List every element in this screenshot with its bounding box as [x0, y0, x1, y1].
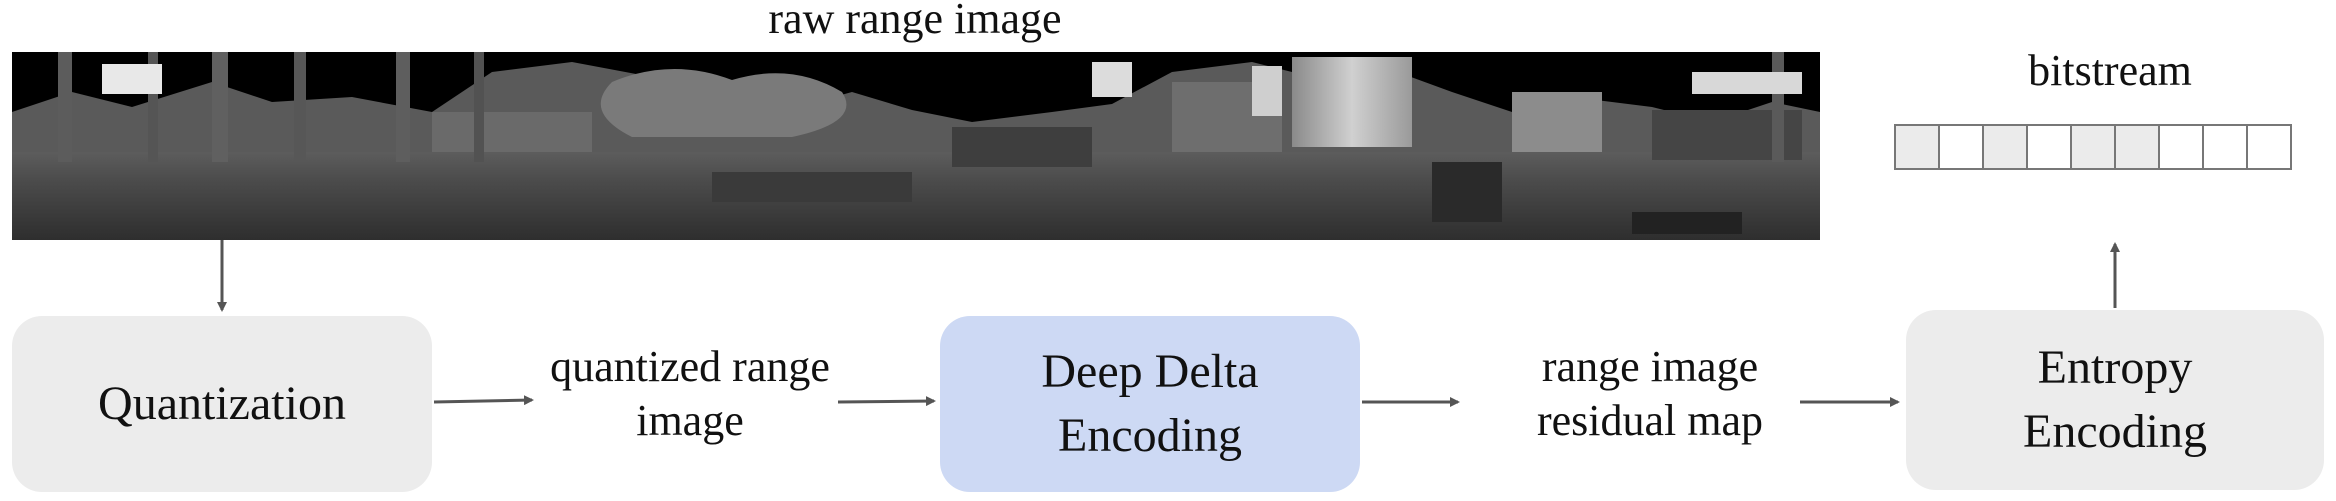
raw-range-image — [12, 52, 1820, 240]
raw-range-image-label: raw range image — [768, 0, 1062, 43]
arrow-quantized-to-deep-delta — [837, 396, 936, 407]
deep-delta-encoding-label: Deep Delta Encoding — [1041, 345, 1259, 462]
quantization-label: Quantization — [98, 377, 346, 430]
bitstream-cell — [2160, 126, 2204, 168]
bitstream-cell — [1984, 126, 2028, 168]
bitstream-cell — [2248, 126, 2290, 168]
entropy-encoding-box: Entropy Encoding — [1906, 310, 2324, 490]
bitstream-cell — [2072, 126, 2116, 168]
quantized-range-image-label: quantized range image — [550, 342, 830, 445]
bitstream-cell — [1940, 126, 1984, 168]
bitstream-cell — [2204, 126, 2248, 168]
bitstream-cell — [2028, 126, 2072, 168]
bitstream-label: bitstream — [2028, 46, 2192, 95]
range-image-residual-map-label: range image residual map — [1536, 342, 1764, 445]
quantization-box: Quantization — [12, 316, 432, 492]
arrow-quantization-to-quantized — [433, 395, 534, 406]
entropy-encoding-label: Entropy Encoding — [2023, 341, 2207, 458]
bitstream — [1894, 124, 2292, 170]
bitstream-cell — [1896, 126, 1940, 168]
deep-delta-encoding-box: Deep Delta Encoding — [940, 316, 1360, 492]
bitstream-cell — [2116, 126, 2160, 168]
